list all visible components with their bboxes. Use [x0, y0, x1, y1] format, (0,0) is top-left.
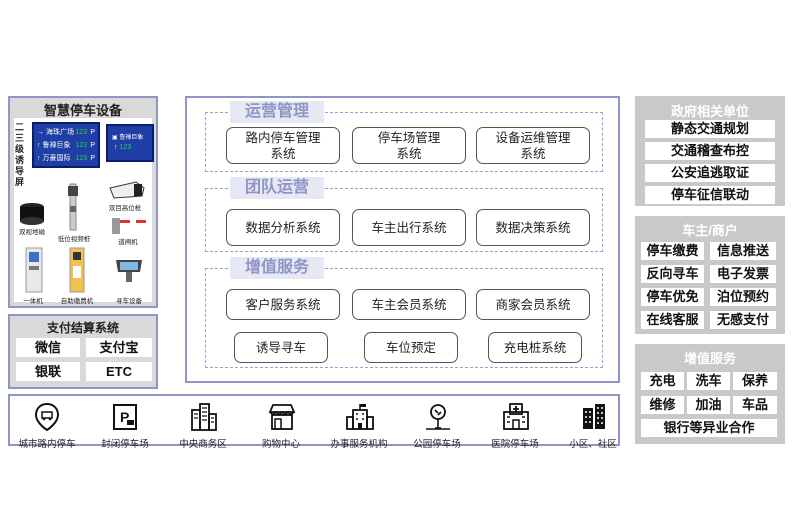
location-pin-icon [33, 402, 61, 432]
gov-panel: 政府相关单位 静态交通规划 交通稽查布控 公安追逃取证 停车征信联动 [635, 96, 785, 206]
vas-item-wash: 洗车 [687, 372, 730, 390]
owner-title: 车主/商户 [637, 220, 783, 239]
section-value-added: 增值服务 客户服务系统 车主会员系统 商家会员系统 诱导寻车 车位预定 充电桩系… [205, 268, 603, 368]
section-operations: 运营管理 路内停车管理 系统 停车场管理 系统 设备运维管理 系统 [205, 112, 603, 172]
system-space-booking: 车位预定 [364, 332, 458, 363]
payment-title: 支付结算系统 [10, 319, 156, 336]
owner-item-1: 停车缴费 [641, 242, 704, 260]
vas-item-fuel: 加油 [687, 396, 730, 414]
devices-title: 智慧停车设备 [10, 100, 156, 119]
gov-title: 政府相关单位 [637, 101, 783, 120]
apartment-icon [579, 402, 609, 432]
label-yitiji: 一体机 [18, 295, 48, 305]
vas-item-bank: 银行等异业合作 [641, 419, 777, 437]
high-camera-icon [106, 178, 146, 200]
parking-sign-icon: P [111, 402, 139, 432]
gov-item-3: 公安追逃取证 [645, 164, 775, 182]
car-finder-kiosk-icon [114, 256, 144, 284]
payment-panel: 支付结算系统 微信 支付宝 银联 ETC [8, 314, 158, 389]
label-zizhu: 自助缴费机 [56, 295, 98, 305]
self-pay-machine-icon [68, 246, 86, 294]
scenario-label-4: 购物中心 [246, 436, 316, 450]
barrier-gate-icon [108, 212, 148, 236]
office-towers-icon [189, 402, 219, 432]
system-merchant-member: 商家会员系统 [476, 289, 590, 320]
system-owner-member: 车主会员系统 [352, 289, 466, 320]
shop-icon [267, 402, 297, 432]
system-customer-service: 客户服务系统 [226, 289, 340, 320]
scenarios-panel: 城市路内停车 P 封闭停车场 中央商务区 购物中心 办事服务机构 公园停车场 医… [8, 394, 620, 446]
scenario-label-8: 小区、社区 [558, 436, 628, 450]
scenario-label-2: 封闭停车场 [90, 436, 160, 450]
system-data-decision: 数据决策系统 [476, 209, 590, 246]
label-dipianzhuang: 低位视频桩 [54, 233, 94, 243]
payment-item-wechat: 微信 [16, 338, 80, 357]
low-video-pile-icon [64, 182, 82, 232]
owner-item-8: 无感支付 [710, 311, 776, 329]
section-team-title: 团队运营 [230, 177, 324, 199]
system-guide-find-car: 诱导寻车 [234, 332, 328, 363]
section-value-added-title: 增值服务 [230, 257, 324, 279]
devices-side-label: 二三级诱导屏 [15, 122, 26, 188]
gov-item-2: 交通稽查布控 [645, 142, 775, 160]
system-charging-pile: 充电桩系统 [488, 332, 582, 363]
owner-item-4: 电子发票 [710, 265, 776, 283]
label-gaowei: 双目高位枪 [100, 202, 150, 212]
label-xunche: 寻车设备 [108, 295, 150, 305]
scenario-label-3: 中央商务区 [168, 436, 238, 450]
owner-panel: 车主/商户 停车缴费 信息推送 反向寻车 电子发票 停车优免 泊位预约 在线客服… [635, 216, 785, 334]
scenario-label-1: 城市路内停车 [12, 436, 82, 450]
vas-item-repair: 维修 [641, 396, 684, 414]
gov-item-1: 静态交通规划 [645, 120, 775, 138]
hospital-icon [501, 402, 531, 432]
park-tree-icon [423, 402, 453, 432]
vas-panel: 增值服务 充电 洗车 保养 维修 加油 车品 银行等异业合作 [635, 344, 785, 444]
government-building-icon [345, 402, 375, 432]
system-device-ops: 设备运维管理 系统 [476, 127, 590, 164]
owner-item-6: 泊位预约 [710, 288, 776, 306]
payment-item-etc: ETC [86, 362, 152, 381]
vas-title: 增值服务 [637, 348, 783, 367]
vas-item-car-products: 车品 [733, 396, 777, 414]
scenario-label-5: 办事服务机构 [324, 436, 394, 450]
label-shuangshi: 双视地磁 [14, 226, 50, 236]
label-daozhaji: 道闸机 [108, 236, 148, 246]
system-data-analysis: 数据分析系统 [226, 209, 340, 246]
section-team: 团队运营 数据分析系统 车主出行系统 数据决策系统 [205, 188, 603, 252]
system-parking-lot: 停车场管理 系统 [352, 127, 466, 164]
payment-item-unionpay: 银联 [16, 362, 80, 381]
vas-item-charging: 充电 [641, 372, 684, 390]
scenario-label-7: 医院停车场 [480, 436, 550, 450]
section-operations-title: 运营管理 [230, 101, 324, 123]
geomagnetic-sensor-icon [18, 202, 46, 226]
gov-item-4: 停车征信联动 [645, 186, 775, 204]
guidance-sign-2: ▣ 鲁禅巨象 ↑ 123 [106, 124, 154, 162]
system-owner-travel: 车主出行系统 [352, 209, 466, 246]
platform-panel: 运营管理 路内停车管理 系统 停车场管理 系统 设备运维管理 系统 团队运营 数… [185, 96, 620, 383]
sign2-value: ↑ 123 [114, 144, 131, 151]
payment-item-alipay: 支付宝 [86, 338, 152, 357]
owner-item-3: 反向寻车 [641, 265, 704, 283]
owner-item-2: 信息推送 [710, 242, 776, 260]
system-roadside-parking: 路内停车管理 系统 [226, 127, 340, 164]
sign2-title: ▣ 鲁禅巨象 [112, 132, 150, 141]
vas-item-maintenance: 保养 [733, 372, 777, 390]
owner-item-5: 停车优免 [641, 288, 704, 306]
all-in-one-terminal-icon [24, 246, 44, 294]
owner-item-7: 在线客服 [641, 311, 704, 329]
scenario-label-6: 公园停车场 [402, 436, 472, 450]
